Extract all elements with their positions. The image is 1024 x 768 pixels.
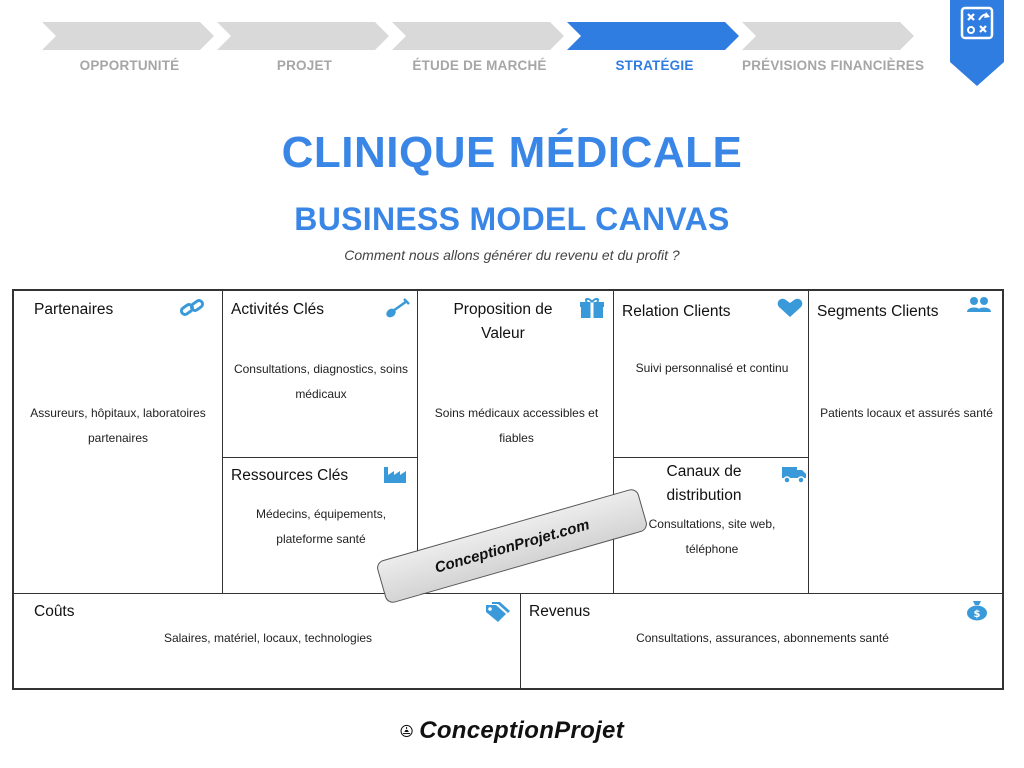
cell-title: Partenaires <box>34 301 114 318</box>
link-icon <box>178 297 206 319</box>
cell-text: Soins médicaux accessibles et fiables <box>434 406 599 445</box>
cell-title: Segments Clients <box>817 303 939 320</box>
cell-couts: Coûts Salaires, matériel, locaux, techno… <box>13 593 521 689</box>
step-label: PRÉVISIONS FINANCIÈRES <box>742 58 925 73</box>
cell-text: Assureurs, hôpitaux, laboratoires parten… <box>30 406 206 445</box>
tags-icon <box>484 601 512 623</box>
cell-relation-clients: Relation Clients Suivi personnalisé et c… <box>613 290 809 458</box>
strategy-bookmark <box>950 0 1004 86</box>
cell-title: Coûts <box>34 603 75 620</box>
truck-icon <box>780 463 808 485</box>
step-arrow <box>217 22 389 50</box>
cell-title: Proposition de Valeur <box>453 301 553 342</box>
step-etude-de-marche[interactable]: ÉTUDE DE MARCHÉ <box>392 22 567 78</box>
cell-activites-cles: Activités Clés Consultations, diagnostic… <box>222 290 418 458</box>
tagline: Comment nous allons générer du revenu et… <box>344 247 680 263</box>
step-label: STRATÉGIE <box>615 58 694 73</box>
gift-icon <box>578 297 606 319</box>
cell-title: Canaux de distribution <box>666 463 742 504</box>
cell-partenaires: Partenaires Assureurs, hôpitaux, laborat… <box>13 290 223 594</box>
step-strategie[interactable]: STRATÉGIE <box>567 22 742 78</box>
cell-text: Médecins, équipements, plateforme santé <box>255 507 387 546</box>
cell-segments-clients: Segments Clients Patients locaux et assu… <box>808 290 1003 594</box>
footer-logo[interactable]: ConceptionProjet <box>400 712 624 750</box>
cell-title: Relation Clients <box>622 303 731 320</box>
cell-text: Consultations, diagnostics, soins médica… <box>233 362 409 401</box>
cell-title: Revenus <box>529 603 591 620</box>
page-title: CLINIQUE MÉDICALE <box>281 128 743 177</box>
cell-title: Ressources Clés <box>231 467 349 484</box>
cell-text: Patients locaux et assurés santé <box>820 406 993 420</box>
shovel-icon <box>383 297 411 319</box>
money-bag-icon: $ <box>963 599 991 621</box>
cell-text: Salaires, matériel, locaux, technologies <box>163 631 373 645</box>
logo-icon <box>400 724 413 738</box>
business-model-canvas: Partenaires Assureurs, hôpitaux, laborat… <box>12 289 1004 690</box>
users-icon <box>965 295 993 317</box>
step-previsions-financieres[interactable]: PRÉVISIONS FINANCIÈRES <box>742 22 925 78</box>
step-arrow <box>742 22 914 50</box>
step-projet[interactable]: PROJET <box>217 22 392 78</box>
cell-text: Consultations, site web, téléphone <box>648 517 776 556</box>
page-subtitle: BUSINESS MODEL CANVAS <box>294 201 730 237</box>
step-arrow <box>392 22 564 50</box>
factory-icon <box>381 463 409 485</box>
progress-steps: OPPORTUNITÉ PROJET ÉTUDE DE MARCHÉ STRAT… <box>42 22 942 78</box>
cell-text: Suivi personnalisé et continu <box>635 361 789 375</box>
step-arrow <box>567 22 739 50</box>
cell-text: Consultations, assurances, abonnements s… <box>636 631 889 645</box>
heart-icon <box>776 297 804 319</box>
step-label: OPPORTUNITÉ <box>79 58 180 73</box>
step-arrow <box>42 22 214 50</box>
step-label: PROJET <box>276 58 333 73</box>
cell-revenus: Revenus $ Consultations, assurances, abo… <box>520 593 1003 689</box>
footer-logo-text: ConceptionProjet <box>419 717 624 744</box>
cell-title: Activités Clés <box>231 301 325 318</box>
step-opportunite[interactable]: OPPORTUNITÉ <box>42 22 217 78</box>
strategy-icon <box>950 0 1004 86</box>
step-label: ÉTUDE DE MARCHÉ <box>412 58 547 73</box>
svg-text:$: $ <box>974 609 981 620</box>
